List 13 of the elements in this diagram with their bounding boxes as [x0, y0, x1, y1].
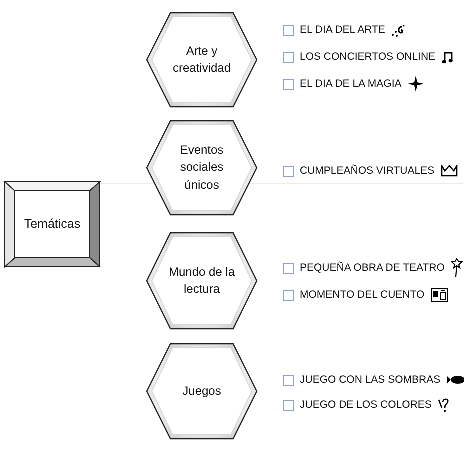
activity-label: CUMPLEAÑOS VIRTUALES — [300, 165, 435, 177]
activity-label: LOS CONCIERTOS ONLINE — [300, 51, 436, 63]
activity-label: JUEGO DE LOS COLORES — [300, 399, 432, 411]
node-label: Temáticas — [23, 216, 82, 234]
activity-label: JUEGO CON LAS SOMBRAS — [300, 374, 441, 386]
node-label: Eventos sociales únicos — [179, 142, 225, 194]
node-label: Juegos — [182, 382, 222, 400]
node-label: Arte y creatividad — [172, 42, 232, 77]
activity-label: EL DIA DE LA MAGIA — [300, 78, 402, 90]
activity-label: EL DIA DEL ARTE — [300, 24, 386, 36]
activity-label: MOMENTO DEL CUENTO — [300, 289, 425, 301]
activity-label: PEQUEÑA OBRA DE TEATRO — [300, 262, 445, 274]
node-label: Mundo de la lectura — [168, 264, 236, 298]
